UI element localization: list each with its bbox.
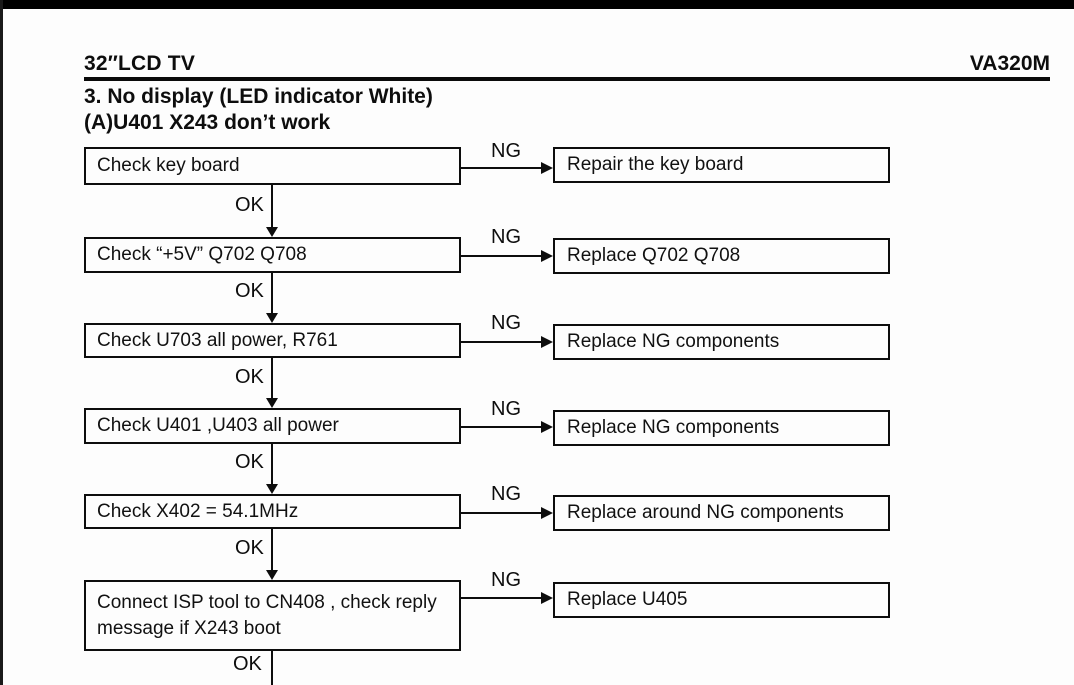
- ng-label: NG: [491, 226, 521, 248]
- action-box: Replace around NG components: [553, 495, 890, 531]
- check-box: Connect ISP tool to CN408 , check reply …: [84, 580, 461, 651]
- page-subtitle: (A)U401 X243 don’t work: [84, 111, 331, 134]
- header-product-name: 32″LCD TV: [84, 52, 196, 75]
- ok-label: OK: [235, 194, 264, 216]
- action-box: Replace Q702 Q708: [553, 238, 890, 274]
- ok-label: OK: [235, 280, 264, 302]
- ng-label: NG: [491, 483, 521, 505]
- header-rule: [84, 77, 1050, 81]
- ok-label: OK: [235, 366, 264, 388]
- check-box: Check U401 ,U403 all power: [84, 408, 461, 444]
- header-model-name: VA320M: [969, 52, 1050, 80]
- check-box: Check U703 all power, R761: [84, 323, 461, 358]
- ok-arrow: [266, 273, 278, 323]
- page-title: 3. No display (LED indicator White): [84, 85, 433, 108]
- ng-arrow: [461, 336, 553, 348]
- action-box: Replace NG components: [553, 410, 890, 446]
- ok-arrow: [266, 529, 278, 580]
- scan-edge-top: [0, 0, 1074, 9]
- ng-arrow: [461, 250, 553, 262]
- ok-arrow: [266, 185, 278, 237]
- ng-label: NG: [491, 312, 521, 334]
- ok-connector-line: [271, 651, 273, 685]
- ng-arrow: [461, 507, 553, 519]
- ok-arrow: [266, 358, 278, 408]
- ok-label: OK: [233, 653, 262, 675]
- ng-label: NG: [491, 398, 521, 420]
- check-box: Check key board: [84, 147, 461, 185]
- ok-label: OK: [235, 537, 264, 559]
- check-box: Check X402 = 54.1MHz: [84, 494, 461, 529]
- action-box: Replace U405: [553, 582, 890, 618]
- ng-arrow: [461, 162, 553, 174]
- action-box: Repair the key board: [553, 147, 890, 183]
- ng-arrow: [461, 421, 553, 433]
- scan-edge-left: [0, 0, 3, 685]
- check-box: Check “+5V” Q702 Q708: [84, 237, 461, 273]
- ng-arrow: [461, 592, 553, 604]
- action-box: Replace NG components: [553, 324, 890, 360]
- ok-label: OK: [235, 451, 264, 473]
- ng-label: NG: [491, 569, 521, 591]
- ok-arrow: [266, 444, 278, 494]
- ng-label: NG: [491, 140, 521, 162]
